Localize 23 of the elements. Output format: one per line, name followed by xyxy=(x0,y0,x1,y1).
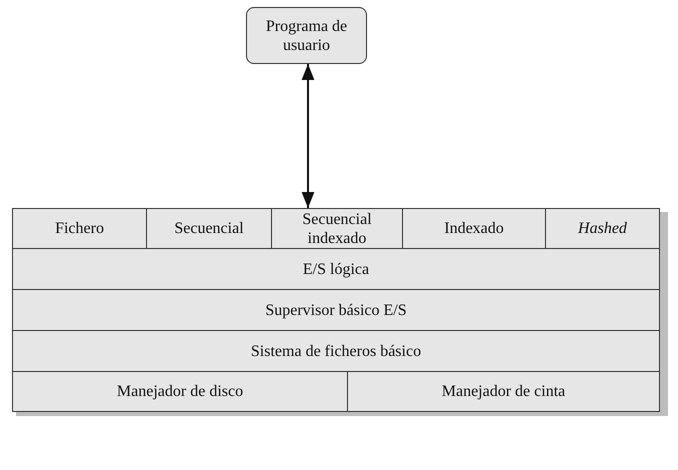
layer-band xyxy=(12,248,660,290)
layer-band xyxy=(12,289,660,331)
layer-cell xyxy=(146,208,272,249)
program-box xyxy=(246,7,367,64)
layer-label: Programa de usuario xyxy=(264,16,348,54)
layer-cell xyxy=(347,371,660,412)
layer-label: Hashed xyxy=(578,219,627,238)
layer-label: Manejador de disco xyxy=(116,382,244,401)
layer-label: Fichero xyxy=(55,219,104,238)
layer-label: Supervisor básico E/S xyxy=(265,300,407,320)
layer-label: Sistema de ficheros básico xyxy=(250,342,422,360)
layer-label: Secuencial indexado xyxy=(301,210,373,248)
layer-label: Secuencial xyxy=(174,219,244,238)
layer-cell xyxy=(271,208,403,249)
double-arrow xyxy=(302,64,314,208)
layer-label: E/S lógica xyxy=(302,260,370,278)
layer-cell xyxy=(402,208,546,249)
layer-cell xyxy=(12,208,147,249)
layer-band xyxy=(12,330,660,372)
layer-label: Manejador de cinta xyxy=(442,382,566,401)
layer-cell xyxy=(545,208,660,249)
layer-label: Indexado xyxy=(444,219,504,238)
layer-cell xyxy=(12,371,348,412)
